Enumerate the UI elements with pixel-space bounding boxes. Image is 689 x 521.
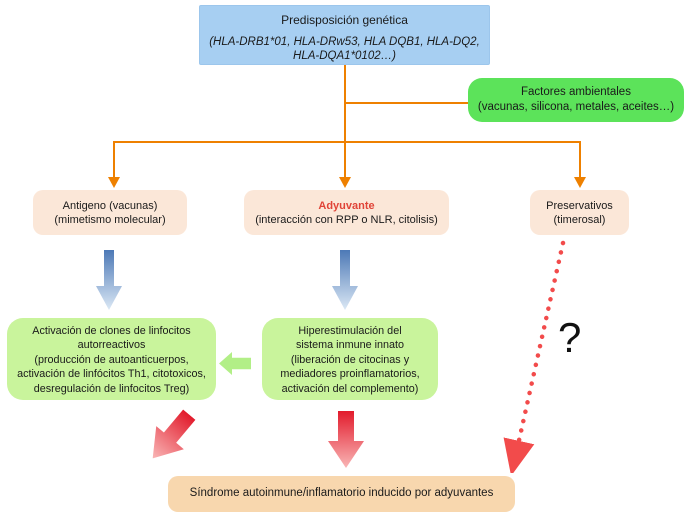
genetic-predisposition-box: Predisposición genética (HLA-DRB1*01, HL… bbox=[199, 5, 490, 65]
orange-drop-middle bbox=[344, 141, 346, 178]
innate-line-4: mediadores proinflamatorios, bbox=[280, 368, 420, 381]
blue-down-arrow-middle-icon bbox=[332, 250, 358, 310]
clones-line-3: (producción de autoanticuerpos, bbox=[34, 353, 189, 366]
antigen-box: Antigeno (vacunas) (mimetismo molecular) bbox=[33, 190, 187, 235]
question-mark-label: ? bbox=[558, 314, 582, 361]
asia-syndrome-label: Síndrome autoinmune/inflamatorio inducid… bbox=[189, 487, 494, 499]
preservatives-title: Preservativos bbox=[546, 200, 613, 212]
preservatives-box: Preservativos (timerosal) bbox=[530, 190, 629, 235]
innate-line-1: Hiperestimulación del bbox=[298, 325, 402, 337]
adjuvant-box: Adyuvante (interacción con RPP o NLR, ci… bbox=[244, 190, 449, 235]
antigen-subtitle: (mimetismo molecular) bbox=[54, 214, 166, 226]
orange-connector-horizontal bbox=[114, 141, 581, 143]
innate-line-2: sistema inmune innato bbox=[295, 339, 405, 352]
clones-line-2: autorreactivos bbox=[77, 339, 146, 352]
environmental-factors-title: Factores ambientales bbox=[521, 86, 631, 98]
hla-genes-line-1: (HLA-DRB1*01, HLA-DRw53, HLA DQB1, HLA-D… bbox=[209, 36, 480, 48]
orange-drop-right bbox=[579, 141, 581, 178]
green-left-arrow-icon bbox=[219, 352, 251, 375]
blue-down-arrow-left-icon bbox=[96, 250, 122, 310]
adjuvant-subtitle: (interacción con RPP o NLR, citolisis) bbox=[255, 214, 438, 226]
clones-line-1: Activación de clones de linfocitos bbox=[32, 325, 191, 337]
orange-arrowhead-left-icon bbox=[108, 177, 120, 188]
innate-immune-box: Hiperestimulación del sistema inmune inn… bbox=[262, 318, 438, 400]
clones-line-4: activación de linfócitos Th1, citotoxico… bbox=[17, 368, 206, 381]
environmental-factors-box: Factores ambientales (vacunas, silicona,… bbox=[468, 78, 684, 122]
environmental-factors-examples: (vacunas, silicona, metales, aceites…) bbox=[477, 100, 675, 113]
orange-connector-vertical bbox=[344, 65, 346, 143]
preservatives-subtitle: (timerosal) bbox=[553, 214, 606, 226]
red-down-arrow-icon bbox=[328, 411, 364, 468]
asia-syndrome-box: Síndrome autoinmune/inflamatorio inducid… bbox=[168, 476, 515, 512]
red-diagonal-arrow-icon bbox=[152, 409, 196, 459]
adjuvant-title: Adyuvante bbox=[318, 200, 375, 212]
orange-connector-to-env-box bbox=[345, 102, 468, 104]
orange-arrowhead-right-icon bbox=[574, 177, 586, 188]
hla-genes-line-2: HLA-DQA1*0102…) bbox=[293, 50, 396, 62]
orange-drop-left bbox=[113, 141, 115, 178]
innate-line-5: activación del complemento) bbox=[281, 382, 419, 395]
innate-line-3: (liberación de citocinas y bbox=[290, 353, 410, 366]
antigen-title: Antigeno (vacunas) bbox=[62, 200, 158, 212]
orange-arrowhead-middle-icon bbox=[339, 177, 351, 188]
clones-line-5: desregulación de linfocitos Treg) bbox=[33, 382, 190, 395]
lymphocyte-activation-box: Activación de clones de linfocitos autor… bbox=[7, 318, 216, 400]
genetic-predisposition-title: Predisposición genética bbox=[281, 13, 408, 27]
